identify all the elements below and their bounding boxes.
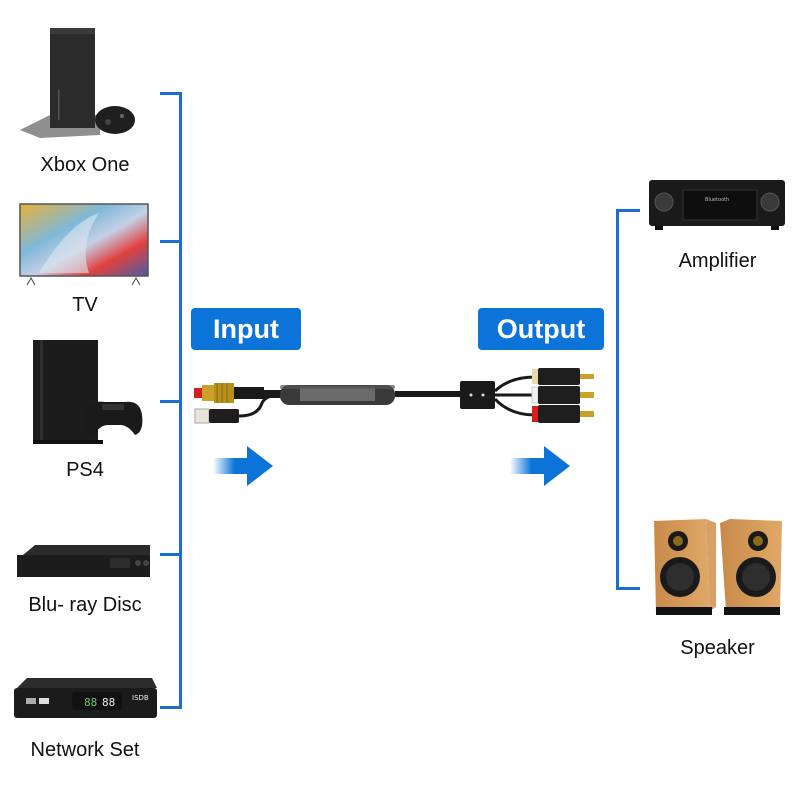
disc-player-icon — [17, 545, 150, 577]
svg-text:ISDB: ISDB — [132, 694, 149, 702]
svg-text:88: 88 — [102, 696, 115, 709]
ps4-device — [30, 340, 145, 450]
tv-device — [19, 203, 149, 293]
device-label-amplifier: Amplifier — [678, 250, 757, 272]
network-set-device: 88 88 ISDB — [12, 678, 157, 723]
output-bracket-tick-amplifier — [616, 209, 640, 212]
input-bracket-tick-network — [160, 706, 182, 709]
optical-input-connector — [194, 388, 202, 398]
device-label-ps4: PS4 — [66, 459, 104, 481]
device-label-bluray: Blu- ray Disc — [28, 594, 142, 616]
converter-cable — [190, 365, 610, 435]
xbox-one-device — [10, 20, 150, 145]
output-badge: Output — [478, 308, 604, 350]
input-badge: Input — [191, 308, 301, 350]
device-label-speaker: Speaker — [680, 637, 755, 659]
game-console-icon — [33, 340, 143, 444]
input-bracket-tick-tv — [160, 240, 182, 243]
output-bracket-vertical — [616, 210, 619, 590]
output-flow-arrow-icon — [510, 446, 570, 486]
aux-3.5mm-connector — [538, 368, 580, 385]
input-bracket-tick-ps4 — [160, 400, 182, 403]
tv-icon — [19, 203, 149, 286]
set-top-box-icon: 88 88 ISDB — [14, 678, 157, 718]
output-bracket-tick-speaker — [616, 587, 640, 590]
input-bracket-tick-bluray — [160, 553, 182, 556]
device-label-network-set: Network Set — [30, 739, 140, 761]
input-bracket-tick-xbox — [160, 92, 182, 95]
amplifier-icon: Bluetooth — [649, 180, 785, 230]
device-label-tv: TV — [72, 294, 98, 316]
rca-red-connector — [538, 405, 580, 423]
speaker-device — [648, 515, 788, 620]
svg-text:Bluetooth: Bluetooth — [705, 197, 729, 203]
svg-text:88: 88 — [84, 696, 97, 709]
speaker-icon — [654, 519, 782, 615]
usb-connector — [194, 408, 210, 424]
amplifier-device: Bluetooth — [647, 178, 787, 233]
rca-white-connector — [538, 386, 580, 404]
game-console-icon — [20, 28, 135, 138]
bluray-device — [15, 543, 155, 583]
input-flow-arrow-icon — [213, 446, 273, 486]
device-label-xbox: Xbox One — [40, 154, 130, 176]
